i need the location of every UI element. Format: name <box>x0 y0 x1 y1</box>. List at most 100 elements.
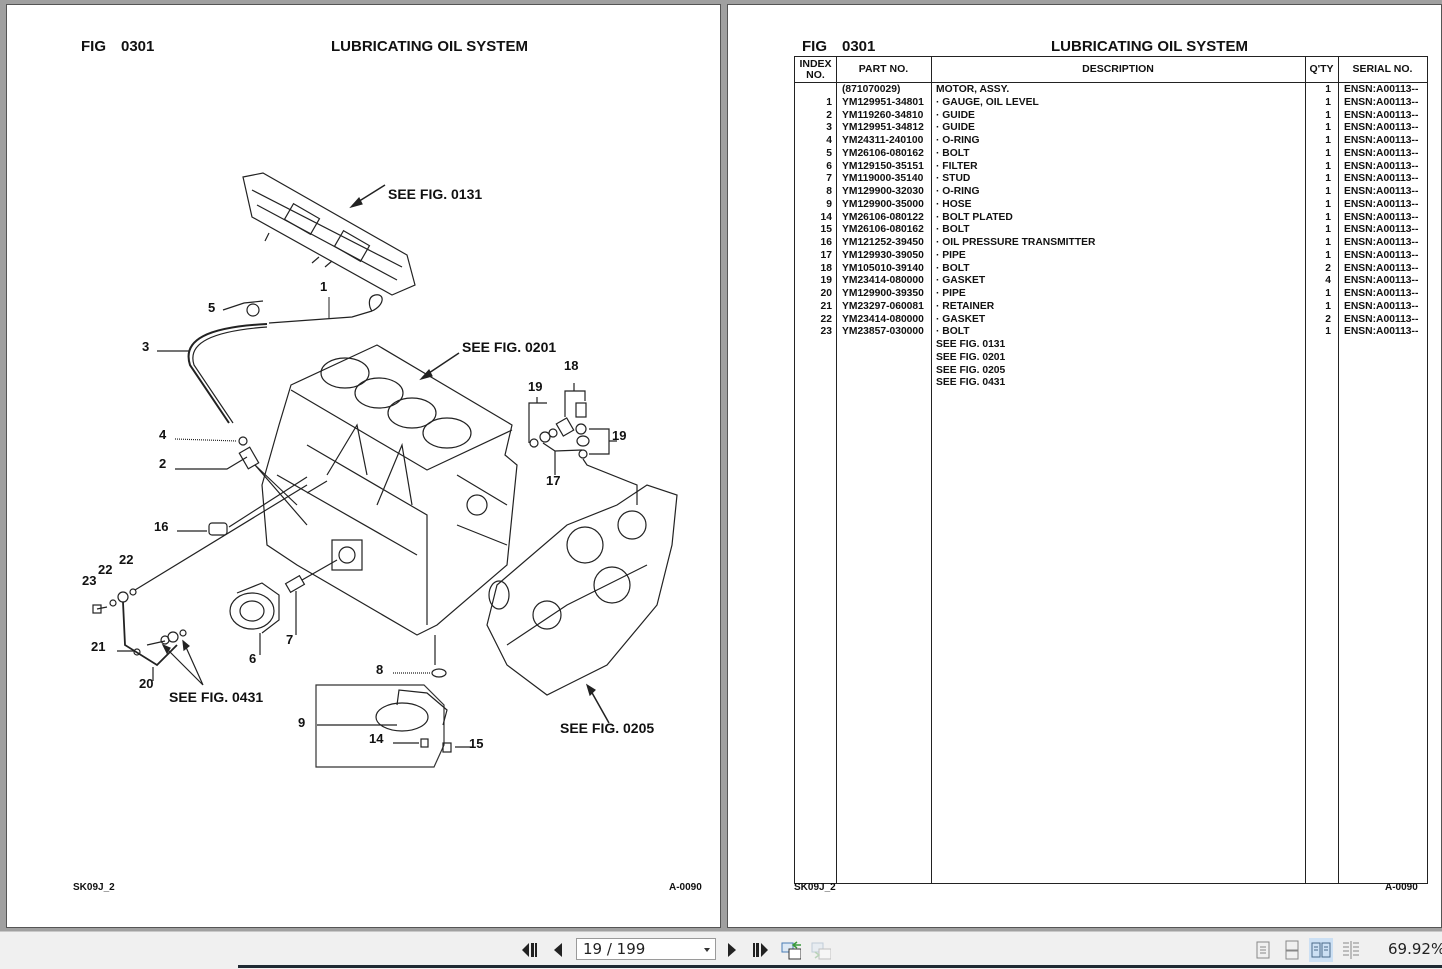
go-back-view-button[interactable] <box>781 940 801 960</box>
cell-description: · BOLT PLATED <box>936 211 1013 223</box>
zoom-level[interactable]: 69.92% <box>1388 940 1442 958</box>
cell-qty: 1 <box>1325 186 1331 197</box>
cell-serial-no: ENSN:A00113-- <box>1344 288 1419 299</box>
cell-description: SEE FIG. 0131 <box>936 339 1006 350</box>
cell-part-no: YM26106-080162 <box>842 147 924 159</box>
page-number-select[interactable]: 19 / 199 <box>576 938 716 960</box>
cell-index: 22 <box>820 313 832 325</box>
go-forward-view-button[interactable] <box>811 940 831 960</box>
view-two-page-continuous-button[interactable] <box>1339 938 1363 962</box>
cell-part-no: YM26106-080162 <box>842 224 924 236</box>
callout-23: 23 <box>82 573 97 588</box>
cell-qty: 1 <box>1325 326 1331 338</box>
cell-description: · GAUGE, OIL LEVEL <box>936 96 1039 108</box>
view-single-page-button[interactable] <box>1251 938 1275 962</box>
cell-index: 9 <box>826 198 832 210</box>
header-index: INDEX NO. <box>799 57 832 81</box>
parts-table: INDEX NO. PART NO. DESCRIPTION Q'TY SERI… <box>794 56 1428 884</box>
callout-18: 18 <box>564 358 579 373</box>
previous-page-button[interactable] <box>548 940 568 960</box>
cell-serial-no: ENSN:A00113-- <box>1344 186 1419 197</box>
cell-part-no: YM129900-39350 <box>842 288 924 299</box>
cell-part-no: YM119000-35140 <box>842 173 924 185</box>
cell-part-no: YM129951-34812 <box>842 122 924 134</box>
cell-description: · PIPE <box>936 288 966 299</box>
cell-serial-no: ENSN:A00113-- <box>1344 262 1419 274</box>
footer-page-code: A-0090 <box>1385 882 1418 893</box>
view-two-page-button[interactable] <box>1309 938 1333 962</box>
cell-part-no: YM23414-080000 <box>842 313 924 325</box>
cell-qty: 1 <box>1325 288 1331 299</box>
taskbar-edge <box>238 965 1442 968</box>
gear-case-drawing <box>486 484 678 696</box>
single-page-icon <box>1256 941 1270 959</box>
cell-description: · STUD <box>936 173 971 185</box>
cell-serial-no: ENSN:A00113-- <box>1344 84 1419 95</box>
callout-21: 21 <box>91 639 106 654</box>
next-page-button[interactable] <box>722 940 742 960</box>
cell-qty: 1 <box>1325 96 1331 108</box>
cell-qty: 1 <box>1325 237 1331 248</box>
cell-qty: 2 <box>1325 313 1331 325</box>
cell-serial-no: ENSN:A00113-- <box>1344 109 1419 121</box>
cell-part-no: YM121252-39450 <box>842 237 924 248</box>
callout-14: 14 <box>369 731 384 746</box>
cell-qty: 2 <box>1325 262 1331 274</box>
engine-block-drawing <box>261 344 518 636</box>
left-page-illustration: FIG 0301 LUBRICATING OIL SYSTEM <box>6 4 721 928</box>
cell-index: 19 <box>820 275 832 287</box>
see-fig-0205-label: SEE FIG. 0205 <box>560 720 655 736</box>
cell-index: 14 <box>820 211 832 223</box>
cell-qty: 1 <box>1325 147 1331 159</box>
chevron-down-icon <box>704 948 710 952</box>
cell-serial-no: ENSN:A00113-- <box>1344 224 1419 236</box>
callout-15: 15 <box>469 736 484 751</box>
see-fig-0201-label: SEE FIG. 0201 <box>462 339 557 355</box>
cell-qty: 1 <box>1325 135 1331 146</box>
cell-description: · RETAINER <box>936 300 995 312</box>
cell-part-no: (871070029) <box>842 84 901 95</box>
cell-description: · GUIDE <box>936 109 975 121</box>
cell-qty: 1 <box>1325 173 1331 185</box>
col-divider <box>1305 57 1306 883</box>
cell-qty: 1 <box>1325 211 1331 223</box>
see-fig-0131-label: SEE FIG. 0131 <box>388 186 483 202</box>
cell-description: · BOLT <box>936 326 970 338</box>
cell-description: MOTOR, ASSY. <box>936 84 1010 95</box>
cell-serial-no: ENSN:A00113-- <box>1344 326 1419 338</box>
callout-1: 1 <box>320 279 328 294</box>
cell-index: 6 <box>826 160 832 172</box>
cell-serial-no: ENSN:A00113-- <box>1344 160 1419 172</box>
cell-description: SEE FIG. 0431 <box>936 377 1006 389</box>
callout-7: 7 <box>286 632 294 647</box>
cell-qty: 1 <box>1325 109 1331 121</box>
cell-part-no: YM105010-39140 <box>842 262 924 274</box>
view-continuous-button[interactable] <box>1280 938 1304 962</box>
right-page-parts-list: FIG 0301 LUBRICATING OIL SYSTEM INDEX NO… <box>727 4 1442 928</box>
callout-6: 6 <box>249 651 257 666</box>
cell-part-no: YM129930-39050 <box>842 249 924 261</box>
first-page-button[interactable] <box>520 940 540 960</box>
previous-view-icon <box>781 941 801 960</box>
last-page-button[interactable] <box>750 940 770 960</box>
exploded-diagram <box>92 172 678 768</box>
col-divider <box>836 57 837 883</box>
callout-2: 2 <box>159 456 167 471</box>
cell-part-no: YM129900-35000 <box>842 198 924 210</box>
skip-last-icon <box>753 943 768 957</box>
callout-3: 3 <box>142 339 150 354</box>
cell-index: 8 <box>826 186 832 197</box>
cell-description: · O-RING <box>936 186 980 197</box>
cell-serial-no: ENSN:A00113-- <box>1344 122 1419 134</box>
